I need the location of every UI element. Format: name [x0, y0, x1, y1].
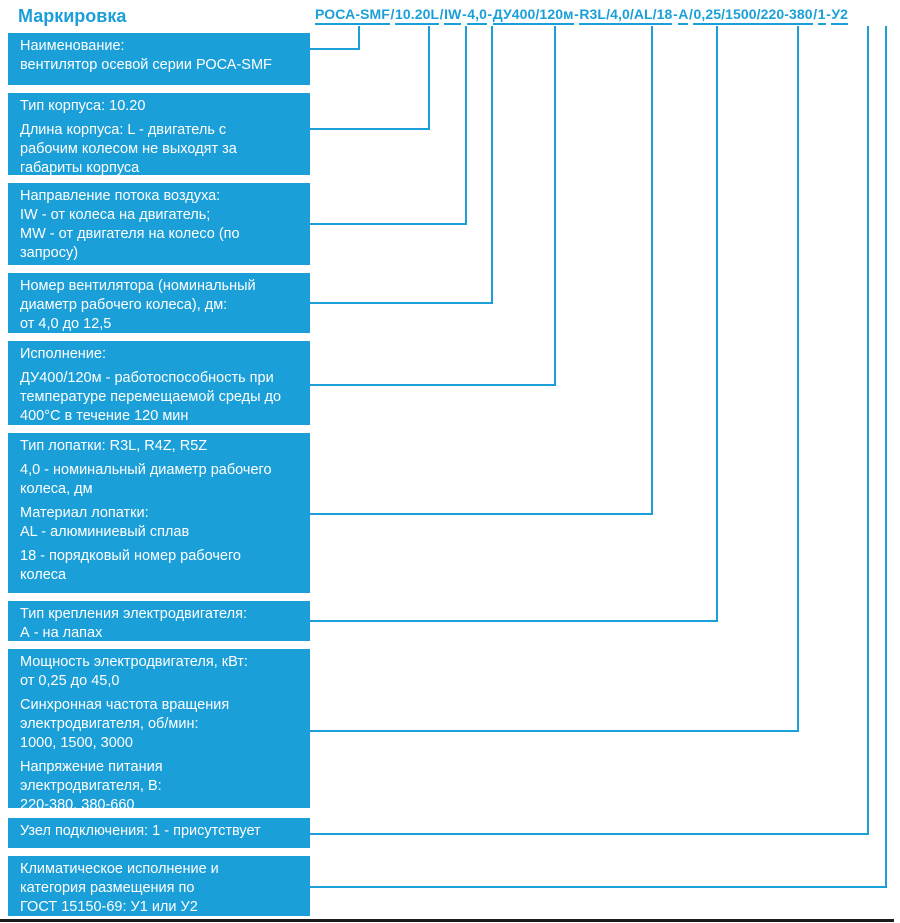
- code-separator: /: [813, 6, 818, 22]
- connector-horizontal-line-tip-korpusa: [310, 128, 430, 130]
- code-segment-2: 10.20L: [394, 6, 440, 25]
- product-code: РОСА-SMF/10.20L/IW-4,0-ДУ400/120м-R3L/4,…: [315, 6, 849, 25]
- connector-vertical-line-ispolnenie: [554, 26, 556, 386]
- code-separator: -: [461, 6, 467, 22]
- connector-horizontal-line-napravlenie-potoka: [310, 223, 467, 225]
- label-box-ispolnenie: Исполнение: ДУ400/120м - работоспособност…: [8, 341, 310, 425]
- label-box-uzel-podklyucheniya: Узел подключения: 1 - присутствует: [8, 818, 310, 848]
- label-text: Тип крепления электродвигателя:А - на ла…: [20, 606, 247, 641]
- code-segment-3: IW: [444, 6, 462, 25]
- code-separator: -: [826, 6, 831, 22]
- connector-horizontal-line-tip-krepleniya: [310, 620, 718, 622]
- code-segment-5: ДУ400/120м: [492, 6, 574, 25]
- connector-vertical-line-tip-krepleniya: [716, 26, 718, 622]
- code-separator: /: [688, 6, 693, 22]
- connector-vertical-line-moshchnost: [797, 26, 799, 732]
- label-box-naimenovanie: Наименование:вентилятор осевой серии РОС…: [8, 33, 310, 85]
- connector-vertical-line-tip-lopatki: [651, 26, 653, 515]
- connector-vertical-line-uzel-podklyucheniya: [867, 26, 869, 835]
- code-segment-9: 1: [817, 6, 826, 25]
- code-segment-4: 4,0: [467, 6, 487, 25]
- label-text: Направление потока воздуха:IW - от колес…: [20, 188, 240, 261]
- label-text: Узел подключения: 1 - присутствует: [20, 823, 261, 839]
- label-box-tip-krepleniya: Тип крепления электродвигателя:А - на ла…: [8, 601, 310, 641]
- code-segment-10: У2: [831, 6, 849, 25]
- connector-vertical-line-nomer-ventilyatora: [491, 26, 493, 304]
- connector-horizontal-line-uzel-podklyucheniya: [310, 833, 869, 835]
- code-segment-8: 0,25/1500/220-380: [693, 6, 813, 25]
- bottom-border-line: [0, 919, 894, 922]
- code-separator: /: [439, 6, 444, 22]
- code-separator: /: [390, 6, 395, 22]
- label-text: Тип лопатки: R3L, R4Z, R5Z: [20, 438, 208, 454]
- label-text: Исполнение:: [20, 346, 107, 362]
- connector-vertical-line-naimenovanie: [358, 26, 360, 50]
- connector-vertical-line-tip-korpusa: [428, 26, 430, 130]
- page-title: Маркировка: [18, 6, 127, 26]
- connector-vertical-line-napravlenie-potoka: [465, 26, 467, 225]
- label-text: Наименование:вентилятор осевой серии РОС…: [20, 38, 272, 73]
- code-separator: -: [672, 6, 678, 22]
- connector-horizontal-line-naimenovanie: [310, 48, 360, 50]
- code-separator: -: [574, 6, 579, 22]
- connector-horizontal-line-moshchnost: [310, 730, 799, 732]
- label-box-napravlenie-potoka: Направление потока воздуха:IW - от колес…: [8, 183, 310, 265]
- connector-horizontal-line-ispolnenie: [310, 384, 556, 386]
- code-segment-1: РОСА-SMF: [315, 6, 390, 25]
- label-text: Мощность электродвигателя, кВт:от 0,25 д…: [20, 654, 248, 689]
- label-box-moshchnost: Мощность электродвигателя, кВт:от 0,25 д…: [8, 649, 310, 813]
- connector-vertical-line-klimaticheskoe-ispolnenie: [885, 26, 887, 888]
- connector-horizontal-line-tip-lopatki: [310, 513, 653, 515]
- code-segment-6: R3L/4,0/AL/18: [579, 6, 673, 25]
- label-text: Материал лопатки:AL - алюминиевый сплав: [20, 505, 190, 540]
- label-text: Тип корпуса: 10.20: [20, 98, 146, 114]
- code-separator: -: [487, 6, 493, 22]
- connector-horizontal-line-klimaticheskoe-ispolnenie: [310, 886, 887, 888]
- code-segment-7: А: [678, 6, 689, 25]
- connector-horizontal-line-nomer-ventilyatora: [310, 302, 493, 304]
- label-box-tip-lopatki: Тип лопатки: R3L, R4Z, R5Z 4,0 - номиналь…: [8, 433, 310, 593]
